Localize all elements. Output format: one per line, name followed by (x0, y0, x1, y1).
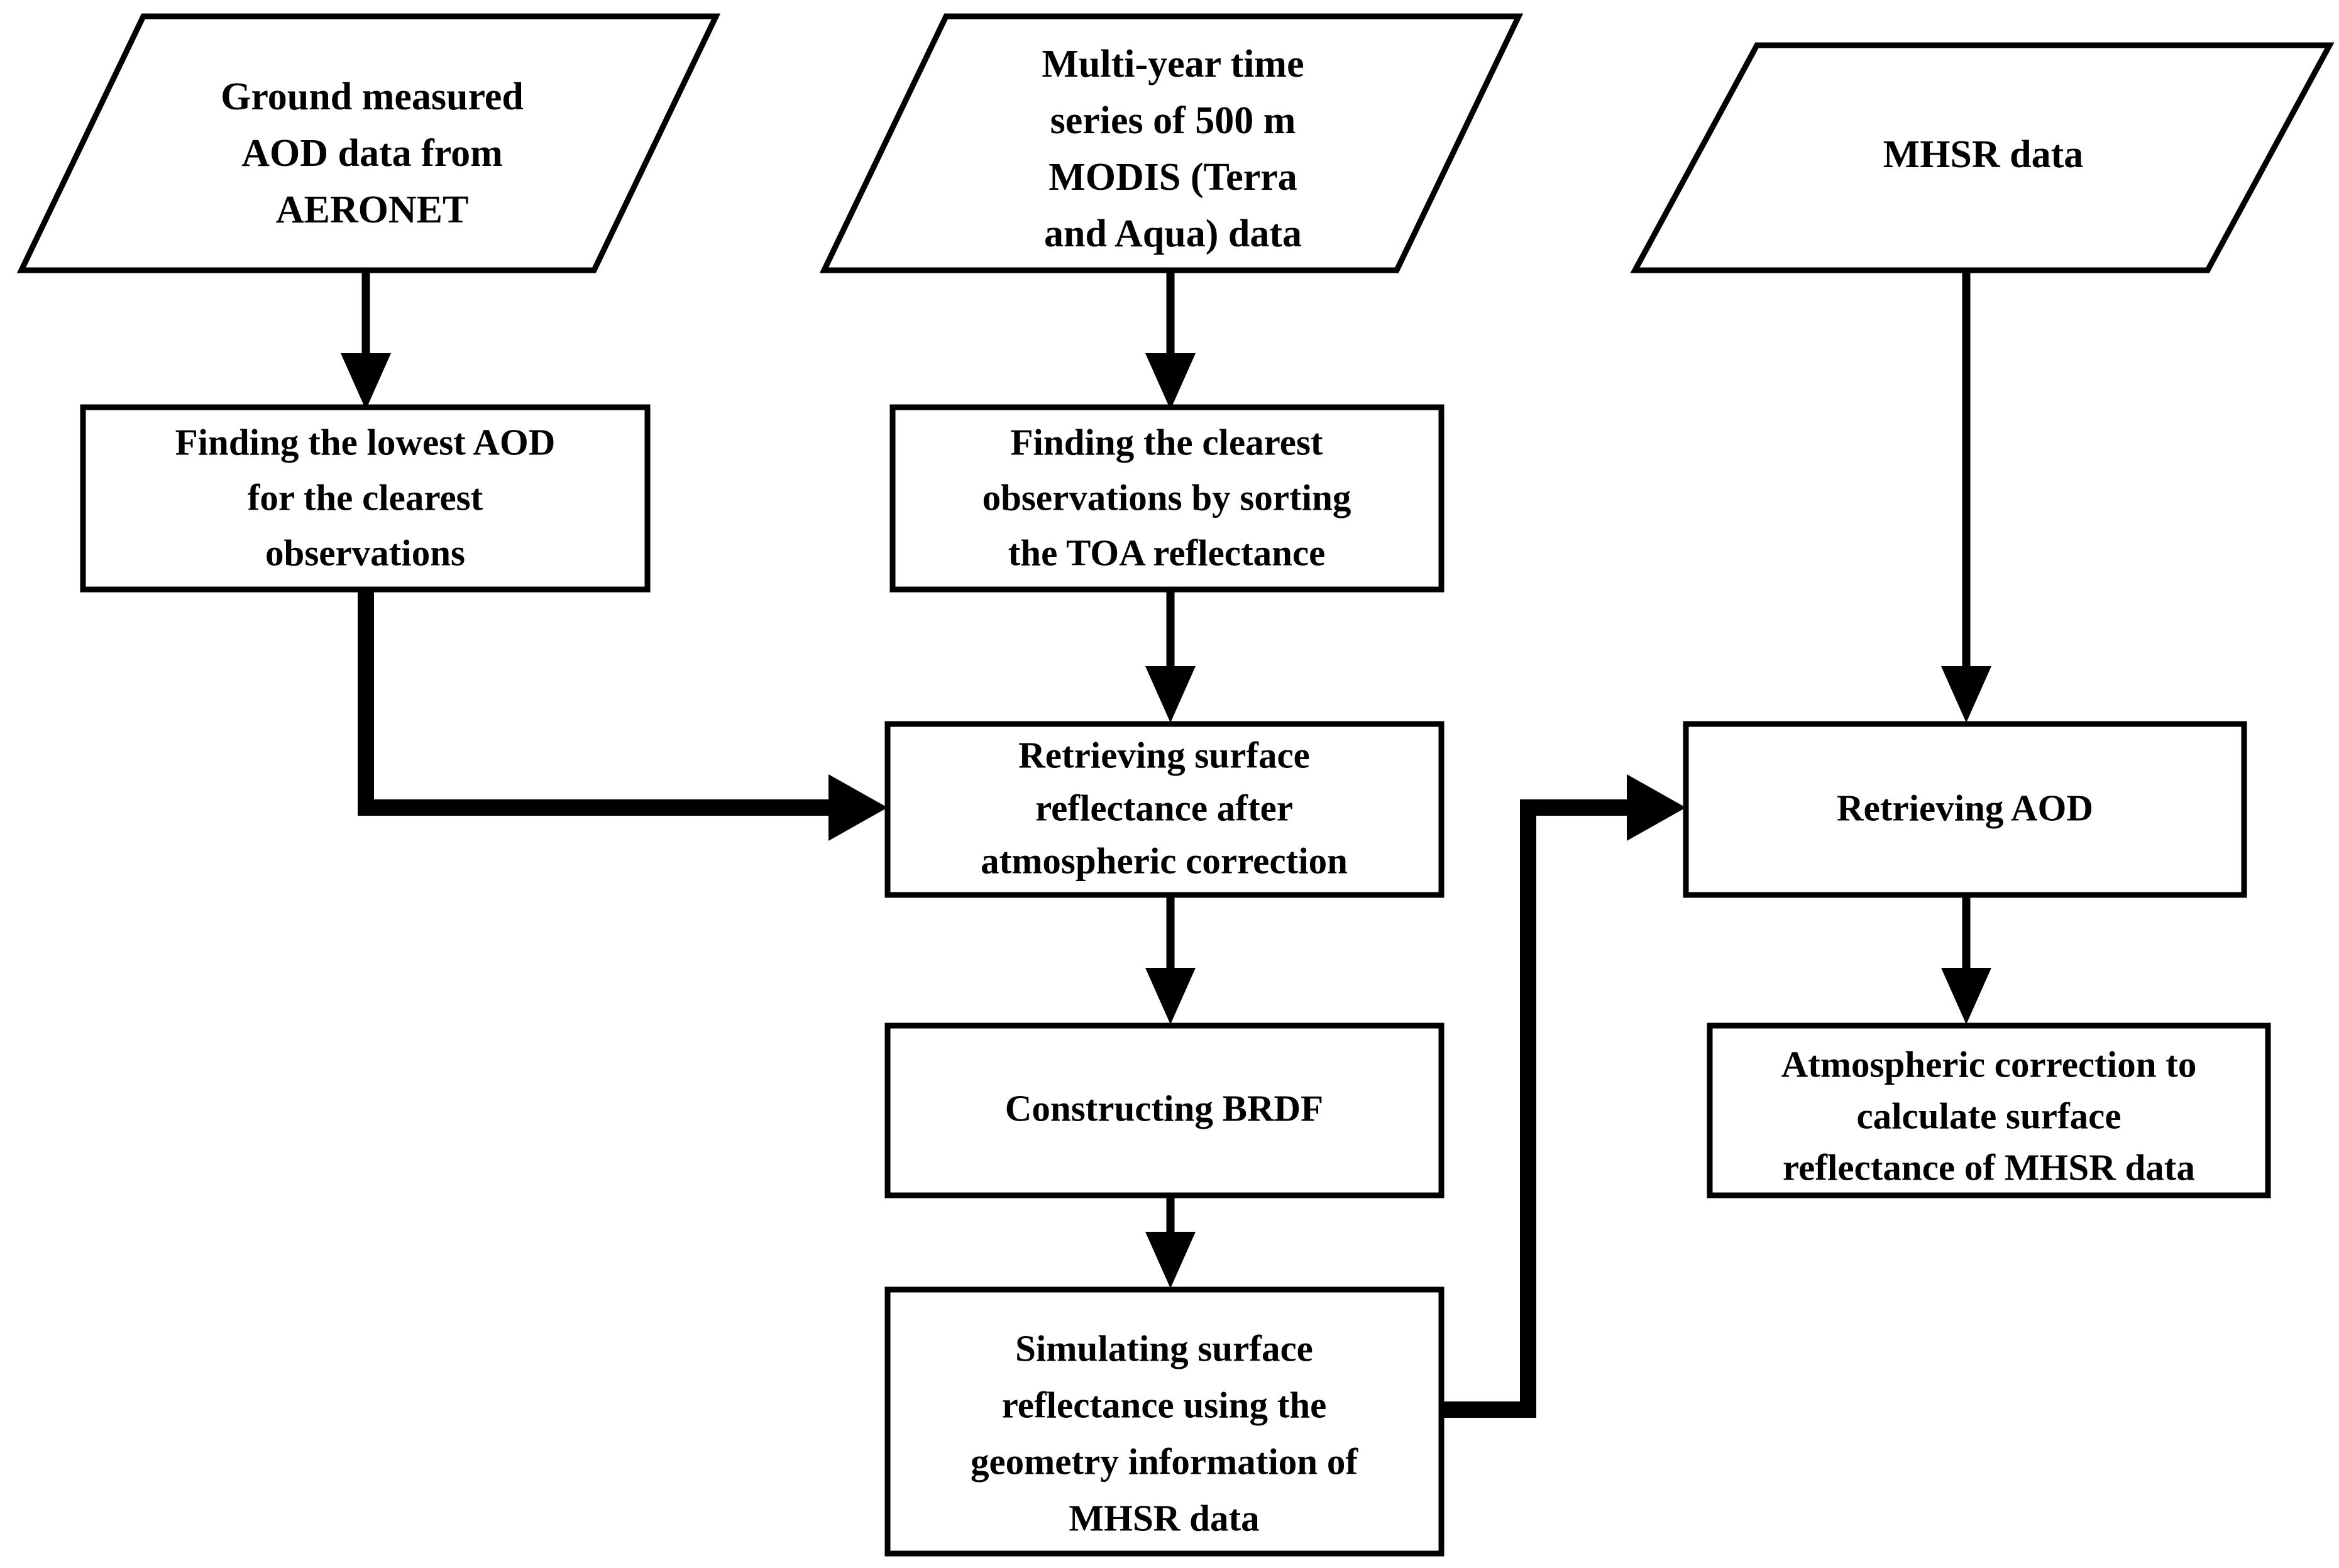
node-input-modis-line-3: MODIS (Terra (1048, 156, 1297, 199)
edge-mhsr-to-retrieve-aod (1941, 270, 1991, 723)
node-find-clearest-obs-line-1: Finding the clearest (1010, 422, 1323, 463)
node-atmospheric-correction-mhsr[interactable]: Atmospheric correction to calculate surf… (1707, 1022, 2271, 1198)
edge-find-lowest-aod-to-retrieve-sr (358, 589, 888, 841)
edge-find-clearest-obs-to-retrieve-sr (1145, 589, 1196, 723)
node-simulate-sr-line-3: geometry information of (971, 1441, 1358, 1483)
node-input-modis-line-4: and Aqua) data (1044, 212, 1302, 255)
node-find-lowest-aod-line-2: for the clearest (248, 477, 483, 518)
node-retrieve-surface-reflectance[interactable]: Retrieving surface reflectance after atm… (884, 721, 1445, 898)
edge-modis-to-find-clearest-obs (1145, 270, 1196, 410)
node-find-lowest-aod-line-3: observations (265, 532, 465, 574)
edge-aeronet-to-find-lowest-aod (341, 270, 391, 410)
node-input-modis-line-2: series of 500 m (1050, 99, 1296, 142)
node-simulate-sr-line-1: Simulating surface (1015, 1328, 1313, 1369)
node-find-lowest-aod-line-1: Finding the lowest AOD (175, 422, 556, 463)
node-atm-corr-line-3: reflectance of MHSR data (1783, 1147, 2195, 1188)
edge-retrieve-sr-to-construct-brdf (1145, 895, 1196, 1024)
node-simulate-sr-line-2: reflectance using the (1002, 1384, 1327, 1426)
node-atm-corr-line-2: calculate surface (1856, 1095, 2121, 1137)
node-construct-brdf-line-1: Constructing BRDF (1005, 1088, 1323, 1129)
node-input-aeronet-line-3: AERONET (276, 189, 469, 231)
node-retrieve-sr-line-3: atmospheric correction (981, 840, 1348, 882)
node-find-lowest-aod[interactable]: Finding the lowest AOD for the clearest … (80, 404, 651, 593)
node-atm-corr-line-1: Atmospheric correction to (1781, 1044, 2197, 1085)
node-construct-brdf[interactable]: Constructing BRDF (884, 1022, 1445, 1198)
node-input-aeronet[interactable]: Ground measured AOD data from AERONET (16, 13, 721, 273)
node-retrieve-aod[interactable]: Retrieving AOD (1683, 721, 2247, 898)
edge-retrieve-aod-to-atmospheric-correction (1941, 895, 1991, 1024)
node-find-clearest-obs-line-2: observations by sorting (982, 477, 1351, 518)
edge-construct-brdf-to-simulate-sr (1145, 1195, 1196, 1288)
node-retrieve-sr-line-1: Retrieving surface (1018, 735, 1310, 776)
node-input-aeronet-line-2: AOD data from (241, 132, 503, 175)
node-find-clearest-obs[interactable]: Finding the clearest observations by sor… (889, 404, 1445, 593)
node-simulate-sr-line-4: MHSR data (1069, 1498, 1259, 1539)
node-retrieve-aod-line-1: Retrieving AOD (1837, 787, 2093, 829)
node-input-mhsr[interactable]: MHSR data (1630, 42, 2335, 273)
node-input-mhsr-line-1: MHSR data (1883, 133, 2084, 176)
node-retrieve-sr-line-2: reflectance after (1035, 787, 1293, 829)
node-input-aeronet-line-1: Ground measured (221, 75, 524, 118)
node-input-modis-line-1: Multi-year time (1042, 43, 1304, 85)
node-find-clearest-obs-line-3: the TOA reflectance (1008, 532, 1326, 574)
node-simulate-surface-reflectance[interactable]: Simulating surface reflectance using the… (884, 1286, 1445, 1557)
node-input-modis[interactable]: Multi-year time series of 500 m MODIS (T… (819, 13, 1524, 273)
edge-simulate-sr-to-retrieve-aod (1441, 774, 1686, 1418)
